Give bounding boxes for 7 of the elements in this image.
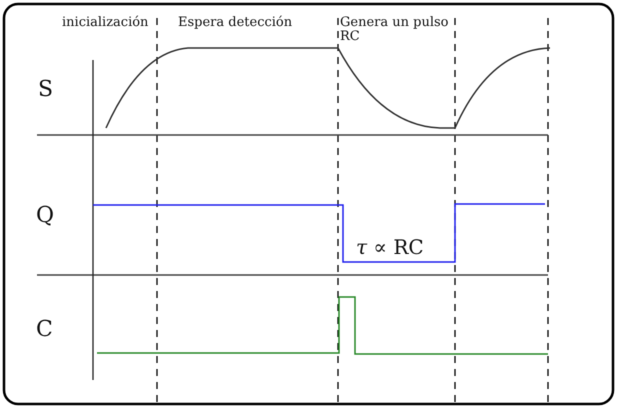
signal-label: C	[36, 318, 53, 342]
phase-label: inicialización	[62, 16, 148, 30]
phase-label: Espera detección	[178, 16, 292, 30]
signal-label: Q	[36, 204, 54, 228]
time-constant-label: τ ∝ RC	[356, 236, 424, 258]
signal-label: S	[38, 78, 54, 102]
phase-label: Genera un pulso RC	[340, 16, 450, 45]
